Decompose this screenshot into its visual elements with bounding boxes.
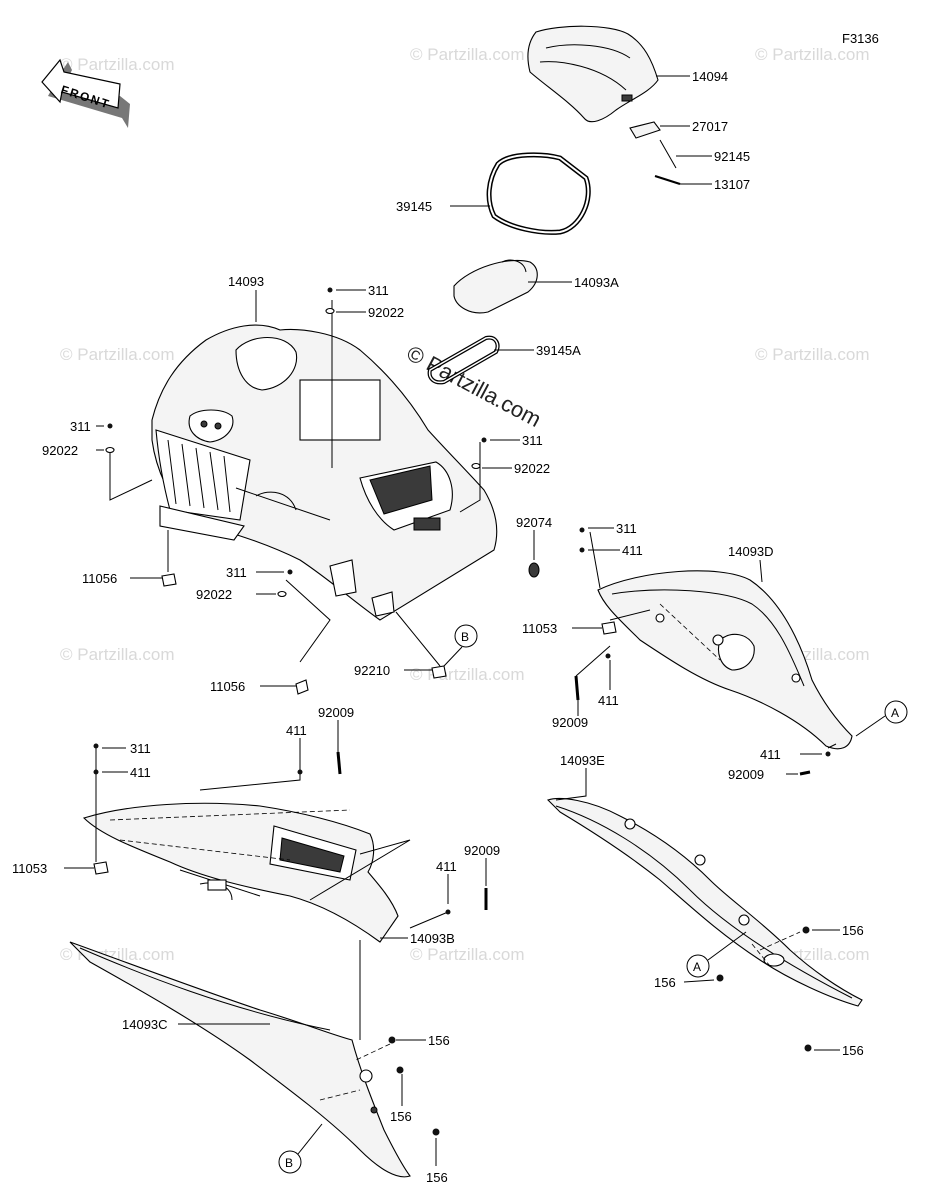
part-92074-grommet <box>528 562 540 578</box>
ref-mark-a-bottom: A <box>686 931 747 978</box>
label-92022: 92022 <box>42 443 78 458</box>
label-14093B: 14093B <box>410 931 455 946</box>
label-14093D: 14093D <box>728 544 774 559</box>
label-92022: 92022 <box>514 461 550 476</box>
label-311: 311 <box>616 521 637 536</box>
part-labels: 14094 27017 92145 13107 39145 14093A 391… <box>12 69 864 1185</box>
label-156: 156 <box>426 1170 448 1185</box>
label-411: 411 <box>286 723 307 738</box>
label-411: 411 <box>598 693 619 708</box>
label-11056: 11056 <box>82 571 117 586</box>
watermark: © Partzilla.com <box>410 945 525 964</box>
label-156: 156 <box>390 1109 412 1124</box>
svg-text:A: A <box>891 706 899 720</box>
label-92009: 92009 <box>552 715 588 730</box>
svg-text:A: A <box>693 960 701 974</box>
label-92074: 92074 <box>516 515 552 530</box>
label-14093A: 14093A <box>574 275 619 290</box>
part-39145A-gasket <box>427 335 500 385</box>
label-156: 156 <box>428 1033 450 1048</box>
label-156: 156 <box>654 975 676 990</box>
svg-text:B: B <box>285 1156 293 1170</box>
part-14094-cover <box>527 25 659 123</box>
label-311: 311 <box>522 433 543 448</box>
part-14093A-tray <box>453 259 538 314</box>
watermark: © Partzilla.com <box>60 55 175 74</box>
watermark: © Partzilla.com <box>60 345 175 364</box>
label-311: 311 <box>130 741 151 756</box>
watermark: © Partzilla.com <box>755 45 870 64</box>
label-14093: 14093 <box>228 274 264 289</box>
watermark: © Partzilla.com <box>410 45 525 64</box>
watermark-center: © Partzilla.com <box>403 340 546 432</box>
label-39145A: 39145A <box>536 343 581 358</box>
label-14093E: 14093E <box>560 753 605 768</box>
figure-code: F3136 <box>842 31 879 46</box>
ref-mark-b-top: B <box>443 624 478 667</box>
label-92009: 92009 <box>728 767 764 782</box>
label-14093C: 14093C <box>122 1017 168 1032</box>
label-411: 411 <box>622 543 643 558</box>
label-92022: 92022 <box>196 587 232 602</box>
watermark: © Partzilla.com <box>755 345 870 364</box>
label-leaders <box>64 75 840 1166</box>
part-14093D-right-cover <box>597 570 853 750</box>
svg-text:B: B <box>461 630 469 644</box>
label-14094: 14094 <box>692 69 728 84</box>
label-92145: 92145 <box>714 149 750 164</box>
part-92145-spring <box>659 139 677 169</box>
watermark: © Partzilla.com <box>410 665 525 684</box>
ref-mark-b-bottom: B <box>278 1123 323 1174</box>
part-14093-main-body <box>151 324 498 621</box>
part-14093E-lower-right-cover <box>546 798 863 1007</box>
label-27017: 27017 <box>692 119 728 134</box>
label-411: 411 <box>760 747 781 762</box>
label-11053: 11053 <box>522 621 557 636</box>
ref-mark-a-top: A <box>855 700 908 737</box>
label-11056: 11056 <box>210 679 245 694</box>
label-411: 411 <box>436 859 457 874</box>
label-156: 156 <box>842 923 864 938</box>
watermark: © Partzilla.com <box>60 645 175 664</box>
label-156: 156 <box>842 1043 864 1058</box>
label-92022: 92022 <box>368 305 404 320</box>
label-92009: 92009 <box>318 705 354 720</box>
part-39145-gasket <box>486 152 591 235</box>
label-311: 311 <box>70 419 91 434</box>
label-411: 411 <box>130 765 151 780</box>
leader-lines <box>95 300 837 1101</box>
label-92009: 92009 <box>464 843 500 858</box>
part-13107-pin <box>654 174 681 186</box>
label-311: 311 <box>368 283 389 298</box>
label-92210: 92210 <box>354 663 390 678</box>
label-11053: 11053 <box>12 861 47 876</box>
label-311: 311 <box>226 565 247 580</box>
part-27017-clip <box>629 121 661 139</box>
fasteners <box>93 287 831 1136</box>
part-14093C-bottom-left-panel <box>69 941 411 1178</box>
label-13107: 13107 <box>714 177 750 192</box>
part-14093B-lower-left-panel <box>82 802 399 943</box>
label-39145: 39145 <box>396 199 432 214</box>
